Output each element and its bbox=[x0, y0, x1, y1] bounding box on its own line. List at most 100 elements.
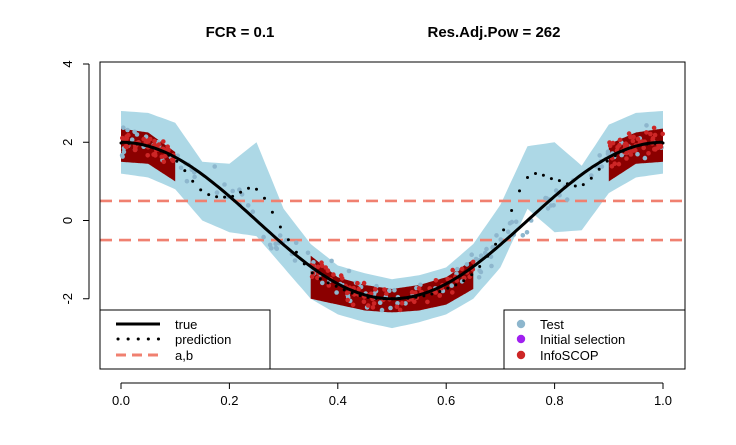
infoscop-point bbox=[356, 286, 362, 292]
prediction-dot bbox=[127, 141, 131, 145]
test-point bbox=[121, 125, 126, 130]
infoscop-point bbox=[326, 283, 332, 288]
infoscop-point bbox=[644, 130, 649, 135]
prediction-dot bbox=[637, 143, 641, 147]
prediction-dot bbox=[119, 141, 123, 145]
test-point bbox=[635, 151, 640, 157]
infoscop-point bbox=[461, 275, 467, 281]
infoscop-point bbox=[651, 125, 657, 131]
infoscop-point bbox=[658, 144, 664, 150]
test-point bbox=[524, 230, 530, 235]
infoscop-point bbox=[413, 290, 418, 296]
prediction-dot bbox=[470, 273, 474, 277]
prediction-dot bbox=[239, 190, 243, 194]
prediction-dot bbox=[613, 154, 617, 158]
prediction-dot bbox=[486, 254, 490, 258]
x-tick-label: 0.2 bbox=[220, 393, 238, 408]
prediction-dot bbox=[199, 188, 203, 192]
prediction-dot bbox=[414, 295, 418, 299]
x-tick-label: 0.4 bbox=[329, 393, 347, 408]
infoscop-point bbox=[660, 131, 665, 137]
prediction-dot bbox=[645, 142, 649, 146]
prediction-dot bbox=[278, 225, 282, 229]
prediction-dot bbox=[661, 141, 665, 145]
infoscop-point bbox=[315, 264, 321, 270]
prediction-dot bbox=[621, 149, 625, 153]
prediction-dot bbox=[573, 184, 577, 188]
prediction-dot bbox=[462, 279, 466, 283]
test-point bbox=[192, 174, 197, 180]
plot-frame bbox=[99, 61, 686, 370]
prediction-dot bbox=[589, 176, 593, 180]
prediction-dot bbox=[398, 297, 402, 301]
infoscop-point bbox=[152, 142, 157, 148]
infoscop-point bbox=[165, 144, 170, 149]
infoscop-point bbox=[315, 275, 320, 281]
test-point bbox=[311, 260, 316, 265]
prediction-dot bbox=[294, 250, 298, 254]
prediction-dot bbox=[653, 141, 657, 145]
test-point bbox=[212, 164, 217, 169]
prediction-dot bbox=[534, 172, 537, 175]
legend-test-swatch bbox=[516, 319, 526, 329]
test-point bbox=[320, 280, 325, 286]
prediction-dot bbox=[422, 294, 426, 298]
prediction-dot bbox=[438, 290, 442, 293]
test-point bbox=[597, 153, 602, 158]
test-point bbox=[292, 258, 298, 263]
test-point bbox=[392, 287, 397, 293]
test-point bbox=[245, 203, 251, 208]
test-point bbox=[329, 258, 334, 264]
prediction-dot bbox=[135, 142, 139, 146]
test-point bbox=[293, 240, 299, 246]
dark-band-segment-1 bbox=[310, 255, 474, 313]
prediction-dot bbox=[318, 277, 322, 281]
infoscop-point bbox=[617, 137, 623, 143]
test-point bbox=[134, 132, 140, 137]
prediction-dot bbox=[629, 146, 633, 150]
infoscop-point bbox=[628, 152, 634, 157]
infoscop-point bbox=[445, 276, 451, 282]
infoscop-point bbox=[152, 138, 157, 144]
test-point bbox=[455, 266, 460, 272]
prediction-dot bbox=[310, 271, 314, 275]
infoscop-point bbox=[626, 131, 632, 136]
legend-ab-label: a,b bbox=[175, 348, 193, 363]
prediction-dot bbox=[175, 159, 179, 163]
infoscop-point bbox=[650, 137, 655, 142]
prediction-dot bbox=[518, 189, 521, 193]
legend-prediction-label: prediction bbox=[175, 332, 231, 347]
infoscop-point bbox=[397, 307, 403, 313]
prediction-dot bbox=[231, 194, 235, 198]
prediction-dot bbox=[494, 242, 498, 246]
prediction-dot bbox=[581, 183, 585, 187]
infoscop-point bbox=[459, 266, 465, 272]
test-point bbox=[387, 288, 392, 294]
test-point bbox=[222, 182, 227, 187]
infoscop-point bbox=[384, 291, 389, 296]
test-point bbox=[644, 123, 649, 128]
light-band-layer bbox=[121, 111, 663, 329]
light-band bbox=[121, 111, 663, 329]
prediction-dot bbox=[159, 149, 163, 153]
test-point bbox=[129, 137, 135, 142]
test-point bbox=[449, 283, 455, 288]
test-point bbox=[548, 203, 554, 208]
infoscop-point bbox=[361, 280, 367, 286]
prediction-dot bbox=[215, 195, 219, 199]
infoscop-point bbox=[123, 144, 128, 149]
prediction-dot bbox=[430, 292, 434, 296]
infoscop-point bbox=[425, 299, 430, 305]
prediction-dot bbox=[302, 262, 306, 266]
test-point bbox=[642, 155, 648, 161]
infoscop-point bbox=[648, 131, 653, 137]
legend-left: true prediction a,b bbox=[99, 309, 271, 370]
legend-initial-swatch bbox=[516, 334, 526, 344]
prediction-dot bbox=[167, 153, 171, 157]
infoscop-point bbox=[355, 280, 360, 286]
test-point bbox=[230, 188, 235, 194]
test-point bbox=[403, 301, 408, 306]
test-point bbox=[494, 233, 499, 238]
y-tick-label: 4 bbox=[60, 60, 75, 67]
